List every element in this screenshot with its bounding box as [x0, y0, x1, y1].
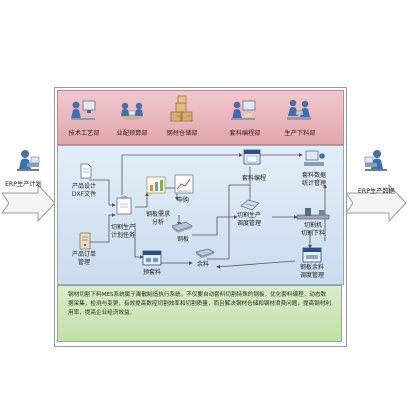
- meeting-people-icon: [121, 102, 143, 120]
- steel-plate-icon: [171, 221, 193, 233]
- purchase-chart-icon: [174, 174, 194, 194]
- programmer-icon: [231, 100, 256, 120]
- server-icon: [79, 232, 91, 250]
- output-arrow: [345, 183, 407, 223]
- remnant-scheduling-icon: [302, 247, 322, 263]
- cutting-machine-label: 切割机 切割下料: [300, 222, 325, 237]
- dept-production-label: 生产下料部: [284, 130, 316, 137]
- nesting-program-icon: [243, 149, 261, 165]
- product-dxf-label: 产品设计 DXF文件: [71, 183, 97, 198]
- remnant-icon: [195, 248, 215, 258]
- remnant-label: 余料: [196, 261, 209, 268]
- workers-icon: [287, 99, 311, 120]
- dept-budget-label: 业配预算部: [116, 130, 148, 137]
- cut-plan-label: 切割生产 计划任务: [110, 224, 135, 239]
- remnant-scheduling-label: 钢板余料 调度管理: [299, 264, 324, 279]
- stats-workstation-icon: [304, 150, 325, 166]
- nesting-stats-label: 套料数据 统计管理: [301, 172, 326, 187]
- person-at-desk-icon: [17, 150, 40, 171]
- steel-plate-label: 钢板: [176, 236, 189, 243]
- order-mgmt-label: 产品订单 管理: [71, 251, 96, 266]
- erp-data-label: ERP生产数据: [358, 188, 395, 195]
- input-arrow: [1, 183, 56, 223]
- document-icon: [80, 163, 92, 179]
- person-at-desk-icon: [364, 150, 387, 171]
- description-text: 钢材切割下料MES系统属于离散制造执行系统，不仅要自动套料切割特殊的钢板，优化套…: [68, 292, 331, 317]
- analysis-chart-icon: [146, 176, 166, 194]
- cut-scheduling-label: 切割生产 调度管理: [236, 212, 261, 227]
- pre-nesting-icon: [142, 250, 162, 266]
- clipboard-icon: [116, 196, 132, 215]
- engineer-with-monitor-icon: [71, 100, 96, 120]
- system-description: 钢材切割下料MES系统属于离散制造执行系统，不仅要自动套料切割特殊的钢板，优化套…: [57, 285, 342, 342]
- nesting-program-label: 套料编程: [241, 175, 266, 182]
- steel-demand-label: 钢板需求 分析: [145, 211, 170, 226]
- pre-nesting-label: 预套料: [142, 269, 161, 276]
- cutting-machine-icon: [296, 208, 330, 220]
- erp-plan-label: ERP生产计划: [5, 181, 42, 188]
- purchase-label: 申购: [176, 197, 189, 204]
- dept-nesting-label: 套料编程部: [229, 130, 261, 137]
- scheduling-icon: [240, 199, 260, 211]
- dept-steel-label: 钢材仓储部: [166, 130, 198, 137]
- stacked-boxes-icon: [170, 95, 193, 122]
- dept-tech-label: 技术工艺部: [68, 130, 100, 137]
